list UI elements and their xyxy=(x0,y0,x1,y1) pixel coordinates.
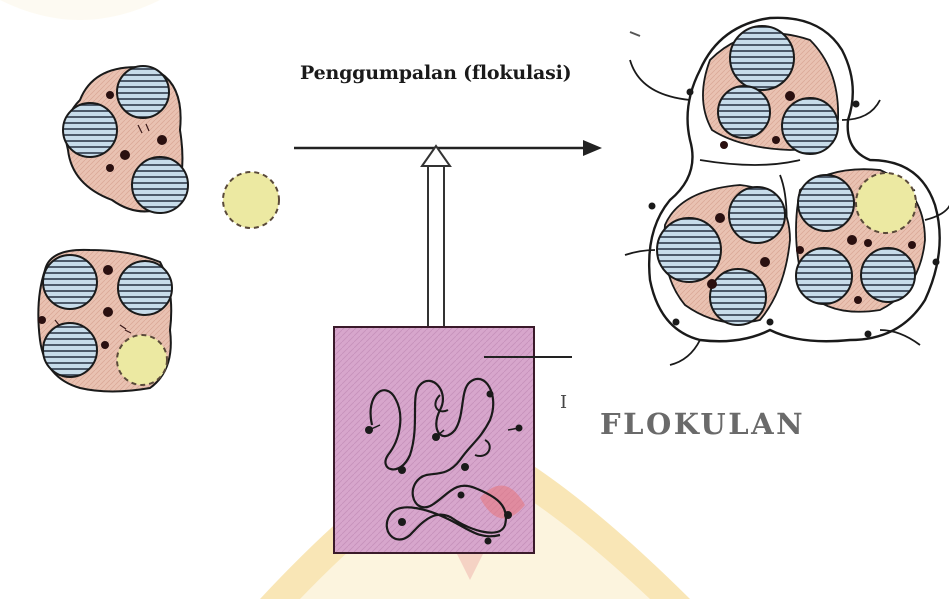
clay-particle xyxy=(729,187,785,243)
yellow-particle xyxy=(223,172,279,228)
clay-particle xyxy=(43,255,97,309)
clay-particle xyxy=(63,103,117,157)
flocculant-label: FLOKULAN xyxy=(600,407,805,441)
clay-particle xyxy=(796,248,852,304)
particle-cluster-top-left xyxy=(63,66,188,213)
yellow-particle xyxy=(117,335,167,385)
pointer-mark: I xyxy=(560,392,567,413)
clay-particle xyxy=(782,98,838,154)
particle-cluster-bottom-left xyxy=(38,250,172,392)
clay-particle xyxy=(798,175,854,231)
clay-particle xyxy=(718,86,770,138)
clay-particle xyxy=(730,26,794,90)
clay-particle xyxy=(117,66,169,118)
flocculant-input-arrow xyxy=(422,146,450,328)
yellow-particle xyxy=(856,173,916,233)
clay-particle xyxy=(132,157,188,213)
floc-aggregate xyxy=(625,18,949,365)
ink-mark xyxy=(630,32,640,36)
clay-particle xyxy=(710,269,766,325)
process-label: Penggumpalan (flokulasi) xyxy=(300,62,571,84)
clay-particle xyxy=(118,261,172,315)
clay-particle xyxy=(43,323,97,377)
flocculation-arrow xyxy=(294,140,602,156)
flocculant-box xyxy=(334,327,534,553)
clay-particle xyxy=(861,248,915,302)
clay-particle xyxy=(657,218,721,282)
